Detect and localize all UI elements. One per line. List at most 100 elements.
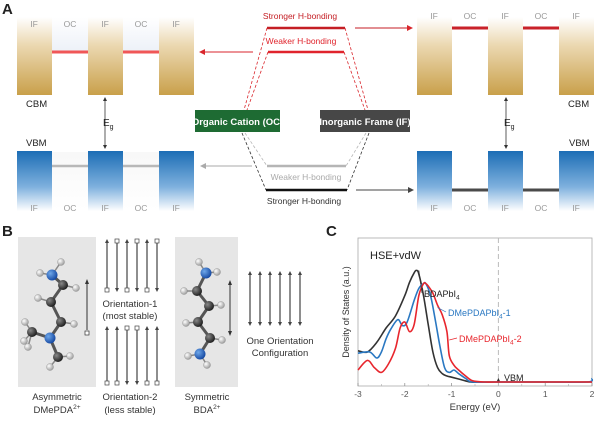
region-label: IF <box>172 19 180 29</box>
x-tick-label: -1 <box>448 389 456 399</box>
right-band-diagram: IF OC IF OC IF CBM VBM Eg IF OC IF OC IF <box>417 11 594 213</box>
region-label: IF <box>501 203 509 213</box>
x-tick-label: 2 <box>590 389 595 399</box>
region-label: IF <box>572 203 580 213</box>
dmepda-molecule <box>20 258 80 371</box>
cbm-bar <box>417 17 452 95</box>
weaker-hbond-top-label: Weaker H-bonding <box>266 36 337 46</box>
dipole-arrow <box>134 325 140 385</box>
leader-line <box>437 307 447 313</box>
arrowhead-icon <box>268 271 272 275</box>
region-label: OC <box>464 11 477 21</box>
arrowhead-icon <box>288 322 292 326</box>
vbm-annotation: VBM <box>504 373 524 383</box>
arrowhead-icon <box>278 322 282 326</box>
x-tick-label: 1 <box>543 389 548 399</box>
dipole-tail-square <box>104 287 110 293</box>
series-label: BDAPbI4 <box>424 289 460 302</box>
dipole-tail-square <box>124 325 130 331</box>
dipole-tail-square <box>154 238 160 244</box>
region-label: OC <box>135 19 148 29</box>
cbm-label: CBM <box>26 99 47 110</box>
chart-title: HSE+vdW <box>370 250 422 262</box>
arrowhead-icon <box>228 280 232 285</box>
dashed-connector <box>344 27 369 111</box>
dashed-connector <box>345 132 367 167</box>
arrowhead-icon <box>248 322 252 326</box>
arrowhead-icon <box>125 239 129 243</box>
stronger-hbond-bottom-label: Stronger H-bonding <box>267 196 341 206</box>
arrowhead-icon <box>105 326 109 330</box>
region-label: OC <box>64 19 77 29</box>
vbm-bar <box>417 151 452 211</box>
dipole-tail-square <box>114 380 120 386</box>
vbm-bar <box>17 151 52 211</box>
symmetric-label: Symmetric <box>185 392 230 403</box>
cbm-label: CBM <box>568 99 589 110</box>
dipole-arrow <box>124 325 130 385</box>
dipole-tail-square <box>154 380 160 386</box>
arrowhead-icon <box>298 322 302 326</box>
vbm-label: VBM <box>26 138 47 149</box>
orientation-1-subtitle: (most stable) <box>103 311 158 322</box>
y-axis-label: Density of States (a.u.) <box>341 266 351 358</box>
dipole-tail-square <box>144 380 150 386</box>
dipole-arrow <box>144 326 150 386</box>
dipole-arrow <box>124 239 130 293</box>
vbm-label: VBM <box>569 138 590 149</box>
dipole-arrow <box>258 271 262 326</box>
dipole-arrow <box>114 238 120 292</box>
arrowhead-icon <box>228 331 232 336</box>
dipole-arrow <box>248 271 252 326</box>
oc-region <box>123 152 159 210</box>
arrowhead-icon <box>288 271 292 275</box>
arrowhead-icon <box>248 271 252 275</box>
center-schematic: Stronger H-bonding Weaker H-bonding Orga… <box>192 11 414 206</box>
inorganic-frame-box <box>320 110 410 132</box>
inorganic-frame-label: Inorganic Frame (IF) <box>319 117 410 128</box>
arrowhead-icon <box>125 381 129 385</box>
panel-b-label: B <box>2 223 13 240</box>
dipole-tail-square <box>124 287 130 293</box>
arrowhead-icon <box>155 288 159 292</box>
bda-formula: BDA2+ <box>194 404 221 416</box>
one-orientation-arrows <box>248 271 302 326</box>
leader-line <box>418 270 423 294</box>
arrowhead-icon <box>85 279 89 284</box>
dipole-arrow <box>134 238 140 292</box>
leader-line <box>449 337 458 341</box>
organic-cation-box <box>195 110 280 132</box>
x-axis-label: Energy (eV) <box>450 402 501 413</box>
arrowhead-icon <box>105 239 109 243</box>
region-label: IF <box>572 11 580 21</box>
dipole-arrow <box>114 326 120 386</box>
dashed-connector <box>343 51 366 111</box>
series-line-DMePDAPbI4-2 <box>357 281 592 383</box>
arrowhead-icon <box>115 326 119 330</box>
region-label: OC <box>535 203 548 213</box>
region-label: IF <box>101 203 109 213</box>
region-label: OC <box>464 203 477 213</box>
one-orientation-line2: Configuration <box>252 348 309 359</box>
x-tick-label: -3 <box>354 389 362 399</box>
x-tick-label: 0 <box>496 389 501 399</box>
region-label: IF <box>430 11 438 21</box>
cbm-bar <box>488 17 523 95</box>
bda-molecule <box>180 258 226 369</box>
region-label: IF <box>30 19 38 29</box>
series-label: DMePDAPbI4-2 <box>459 334 522 347</box>
dashed-connector <box>243 27 268 111</box>
arrowhead-icon <box>258 322 262 326</box>
vbm-bar <box>88 151 123 211</box>
region-label: OC <box>135 203 148 213</box>
dipole-arrow <box>154 238 160 292</box>
cbm-bar <box>88 17 123 95</box>
panel-a-label: A <box>2 1 13 18</box>
panel-a: A IF OC IF OC IF CBM VBM <box>2 1 594 213</box>
dipole-tail-square <box>84 330 90 336</box>
orientation-2-arrows <box>104 325 160 386</box>
dipole-tail-square <box>114 238 120 244</box>
dashed-connector <box>241 132 267 191</box>
eg-arrowhead-down <box>504 145 508 149</box>
region-label: IF <box>30 203 38 213</box>
